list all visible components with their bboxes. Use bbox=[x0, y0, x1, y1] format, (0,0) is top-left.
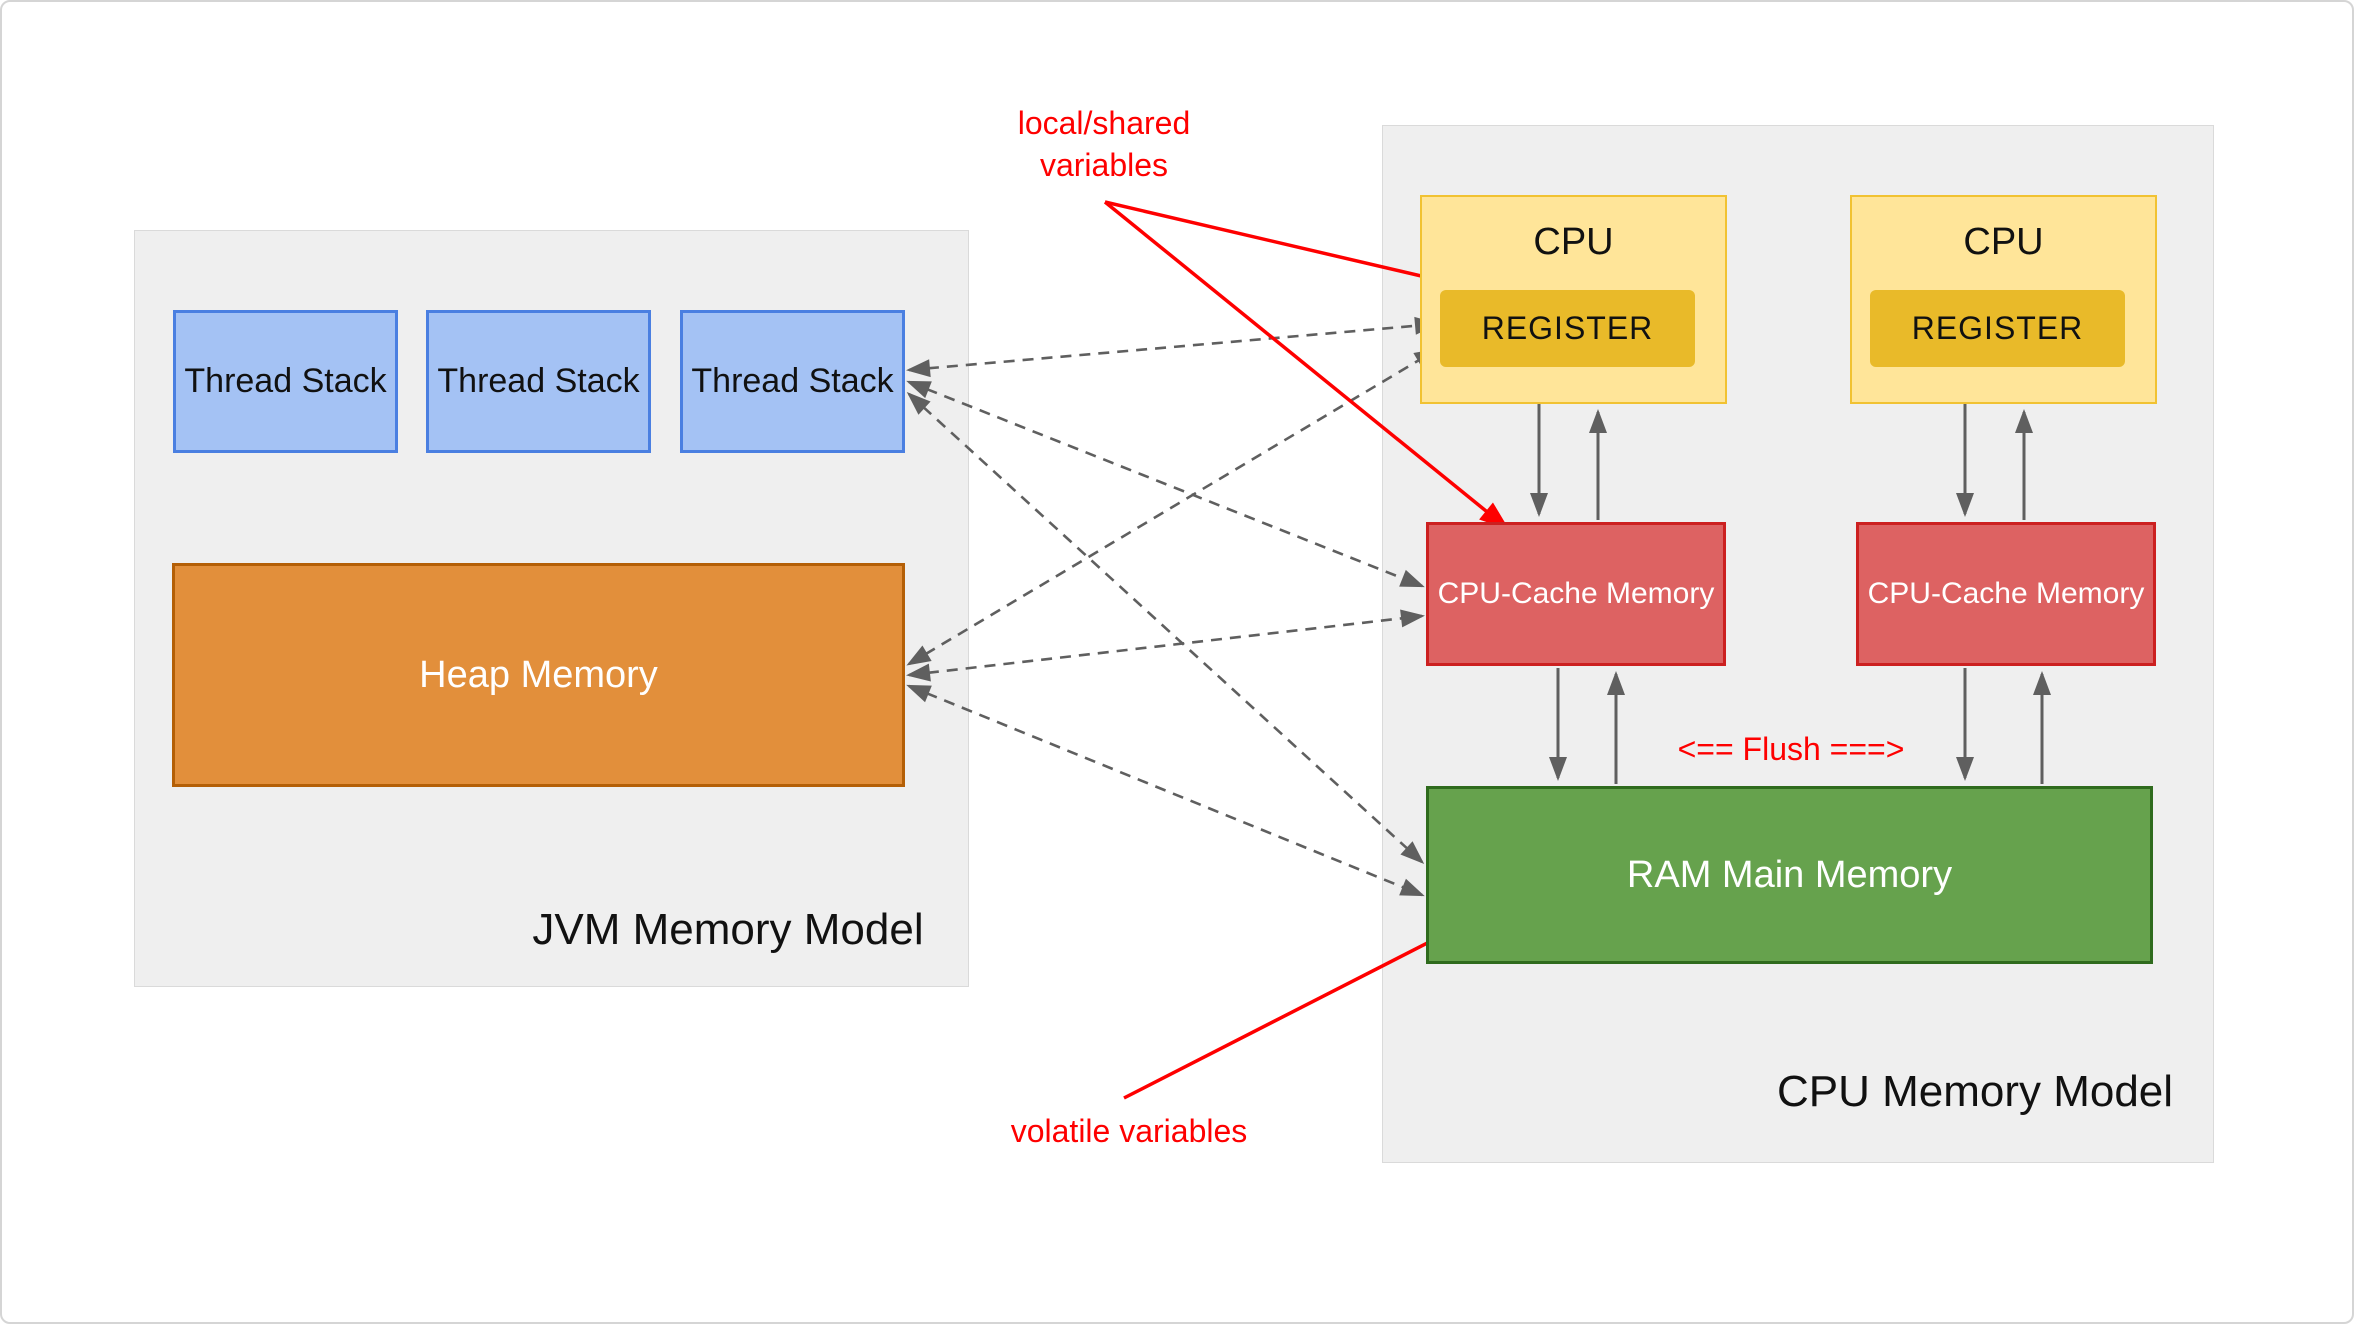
cpu-panel-label: CPU Memory Model bbox=[1776, 1067, 2174, 1116]
dashed-connector-heap-cache bbox=[906, 609, 1425, 682]
dashed-connector-thread-register bbox=[906, 316, 1439, 378]
dashed-connector-thread-ram bbox=[906, 391, 1425, 865]
thread-stack-box-2: Thread Stack bbox=[426, 310, 651, 453]
register-box-2: REGISTER bbox=[1870, 290, 2125, 367]
volatile-variables-note: volatile variables bbox=[1010, 1113, 1248, 1149]
thread-stack-box-3: Thread Stack bbox=[680, 310, 905, 453]
cpu-cache-box-1: CPU-Cache Memory bbox=[1426, 522, 1726, 666]
dashed-connector-thread-cache bbox=[906, 380, 1425, 588]
thread-stack-box-1: Thread Stack bbox=[173, 310, 398, 453]
register-box-1: REGISTER bbox=[1440, 290, 1695, 367]
heap-memory-box: Heap Memory bbox=[172, 563, 905, 787]
flush-note: <== Flush ===> bbox=[1677, 731, 1905, 767]
local-shared-variables-note: local/shared variables bbox=[1017, 105, 1191, 184]
jvm-panel-label: JVM Memory Model bbox=[532, 905, 924, 954]
ram-main-memory-box: RAM Main Memory bbox=[1426, 786, 2153, 964]
dashed-connector-heap-ram bbox=[906, 684, 1425, 897]
dashed-connector-heap-register bbox=[906, 348, 1439, 666]
cpu-cache-box-2: CPU-Cache Memory bbox=[1856, 522, 2156, 666]
